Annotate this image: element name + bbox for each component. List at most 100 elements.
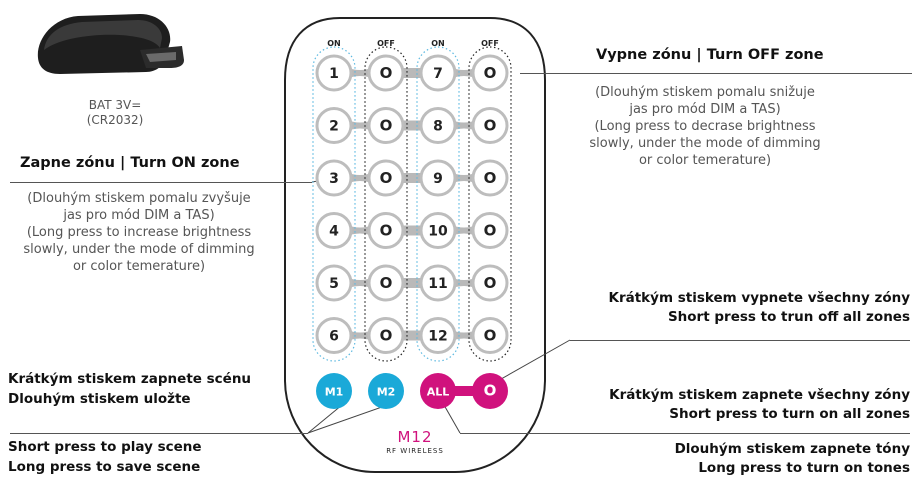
zone-8-on-button[interactable]: 8 bbox=[419, 107, 457, 144]
button-connector bbox=[400, 278, 424, 288]
button-connector bbox=[346, 329, 374, 342]
svg-text:O: O bbox=[484, 274, 497, 292]
zone-8-off-button[interactable]: O bbox=[471, 107, 509, 144]
zone-5-on-button[interactable]: 5 bbox=[315, 264, 353, 302]
scene-m2-button[interactable]: M2 bbox=[368, 373, 404, 409]
svg-text:O: O bbox=[484, 169, 497, 187]
zone-12-off-button[interactable]: O bbox=[471, 317, 509, 354]
zone-3-on-button[interactable]: 3 bbox=[315, 159, 353, 197]
button-connector bbox=[452, 386, 476, 396]
tones-en: Long press to turn on tones bbox=[698, 460, 910, 476]
zone-11-on-button[interactable]: 11 bbox=[419, 264, 457, 302]
leader-line bbox=[307, 406, 383, 434]
zone-3-off-button[interactable]: O bbox=[367, 159, 405, 197]
scene-en-line1: Short press to play scene bbox=[8, 439, 202, 455]
leader-line bbox=[307, 404, 343, 434]
zone-2-on-button[interactable]: 2 bbox=[315, 107, 353, 144]
on-desc-line: (Dlouhým stiskem pomalu zvyšuje bbox=[27, 191, 251, 206]
zone-4-on-button[interactable]: 4 bbox=[315, 212, 353, 249]
scene-cz-line2: Dlouhým stiskem uložte bbox=[8, 391, 191, 407]
button-connector bbox=[346, 67, 374, 79]
off-desc-line: jas pro mód DIM a TAS) bbox=[629, 102, 781, 117]
leader-line bbox=[443, 404, 461, 434]
button-connector bbox=[450, 329, 478, 342]
battery-type: (CR2032) bbox=[86, 113, 144, 127]
zone-column-outline bbox=[312, 46, 356, 362]
zone-10-off-button[interactable]: O bbox=[471, 212, 509, 249]
svg-text:1: 1 bbox=[329, 66, 339, 82]
zone-12-on-button[interactable]: 12 bbox=[419, 317, 457, 354]
battery-label: BAT 3V= bbox=[88, 98, 142, 112]
svg-text:6: 6 bbox=[329, 329, 339, 345]
button-connector bbox=[400, 68, 424, 78]
all-off-en: Short press to trun off all zones bbox=[667, 309, 910, 325]
svg-text:O: O bbox=[380, 64, 393, 82]
zone-1-off-button[interactable]: O bbox=[367, 54, 405, 92]
svg-text:9: 9 bbox=[433, 171, 443, 187]
svg-text:O: O bbox=[380, 274, 393, 292]
button-connector bbox=[450, 119, 478, 132]
button-connector bbox=[450, 277, 478, 289]
on-desc-line: slowly, under the mode of dimming bbox=[23, 242, 255, 257]
on-desc-line: (Long press to increase brightness bbox=[26, 225, 252, 240]
zone-2-off-button[interactable]: O bbox=[367, 107, 405, 144]
button-connector bbox=[400, 225, 424, 236]
scene-m1-button[interactable]: M1 bbox=[316, 373, 352, 409]
svg-text:O: O bbox=[380, 117, 393, 135]
model-name: M12 bbox=[397, 428, 433, 446]
svg-text:M1: M1 bbox=[325, 386, 344, 399]
button-connector bbox=[400, 120, 424, 131]
svg-text:O: O bbox=[484, 117, 497, 135]
zone-1-on-button[interactable]: 1 bbox=[315, 54, 353, 92]
button-connector bbox=[400, 173, 424, 183]
off-desc-line: (Dlouhým stiskem pomalu snižuje bbox=[595, 85, 815, 100]
all-on-en: Short press to turn on all zones bbox=[669, 406, 910, 422]
zone-7-on-button[interactable]: 7 bbox=[419, 54, 457, 92]
column-header-off: OFF bbox=[481, 39, 499, 48]
turn-on-zone-leader bbox=[10, 182, 312, 183]
svg-text:2: 2 bbox=[329, 119, 339, 135]
svg-text:12: 12 bbox=[428, 329, 447, 345]
zone-column-outline bbox=[416, 46, 460, 362]
all-on-button[interactable]: ALL bbox=[420, 373, 456, 409]
svg-text:7: 7 bbox=[433, 66, 443, 82]
all-off-button[interactable]: O bbox=[472, 373, 508, 409]
svg-text:3: 3 bbox=[329, 171, 339, 187]
scene-en-line2: Long press to save scene bbox=[8, 459, 201, 475]
button-connector bbox=[400, 330, 424, 341]
turn-off-zone-title: Vypne zónu | Turn OFF zone bbox=[596, 47, 824, 63]
zone-11-off-button[interactable]: O bbox=[471, 264, 509, 302]
all-on-leader bbox=[460, 433, 910, 434]
button-connector bbox=[346, 277, 374, 289]
svg-text:8: 8 bbox=[433, 119, 443, 135]
svg-text:O: O bbox=[380, 169, 393, 187]
zone-column-outline bbox=[364, 46, 408, 362]
zone-10-on-button[interactable]: 10 bbox=[419, 212, 457, 249]
svg-text:M2: M2 bbox=[377, 386, 396, 399]
on-desc-line: jas pro mód DIM a TAS) bbox=[63, 208, 215, 223]
svg-text:O: O bbox=[484, 222, 497, 240]
all-off-cz: Krátkým stiskem vypnete všechny zóny bbox=[608, 290, 910, 306]
svg-text:O: O bbox=[484, 382, 497, 400]
zone-9-off-button[interactable]: O bbox=[471, 159, 509, 197]
column-header-on: ON bbox=[327, 39, 341, 48]
button-connector bbox=[346, 224, 374, 237]
svg-text:O: O bbox=[484, 64, 497, 82]
svg-text:O: O bbox=[484, 327, 497, 345]
column-header-on: ON bbox=[431, 39, 445, 48]
column-header-off: OFF bbox=[377, 39, 395, 48]
button-connector bbox=[450, 172, 478, 184]
svg-text:O: O bbox=[380, 222, 393, 240]
zone-9-on-button[interactable]: 9 bbox=[419, 159, 457, 197]
svg-text:ALL: ALL bbox=[427, 386, 450, 399]
model-subtitle: RF WIRELESS bbox=[386, 447, 444, 455]
button-connector bbox=[346, 119, 374, 132]
off-desc-line: or color temerature) bbox=[638, 153, 772, 168]
zone-7-off-button[interactable]: O bbox=[471, 54, 509, 92]
zone-4-off-button[interactable]: O bbox=[367, 212, 405, 249]
zone-5-off-button[interactable]: O bbox=[367, 264, 405, 302]
zone-6-off-button[interactable]: O bbox=[367, 317, 405, 354]
zone-6-on-button[interactable]: 6 bbox=[315, 317, 353, 354]
off-desc-line: (Long press to decrase brightness bbox=[594, 119, 816, 134]
